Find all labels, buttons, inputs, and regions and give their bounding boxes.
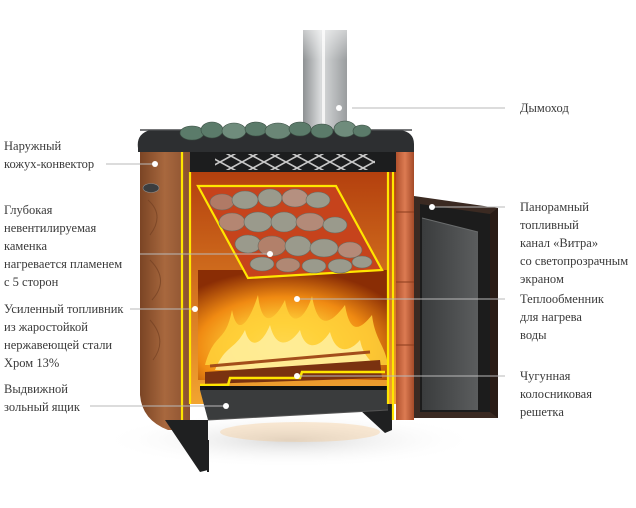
- tile-column: [396, 148, 414, 420]
- leader-lines: [90, 107, 505, 407]
- marker-dots: [152, 105, 435, 409]
- chimney-pipe: [300, 0, 350, 130]
- label-ash-drawer: Выдвижной зольный ящик: [4, 382, 80, 414]
- label-outer-casing: Наружный кожух-конвектор: [4, 139, 95, 171]
- label-heat-exchanger: Теплообменник для нагрева воды: [520, 292, 604, 342]
- fuel-channel-door: [414, 196, 498, 418]
- label-fuel-channel: Панорамный топливный канал «Витра» со св…: [520, 200, 629, 286]
- stones: [209, 188, 373, 274]
- label-chimney: Дымоход: [520, 101, 569, 115]
- label-stone-chamber: Глубокая невентилируемая каменка нагрева…: [4, 203, 123, 289]
- label-grate: Чугунная колосниковая решетка: [520, 369, 592, 419]
- top-stones: [179, 120, 372, 141]
- label-firebox: Усиленный топливник из жаростойкой нержа…: [4, 302, 124, 370]
